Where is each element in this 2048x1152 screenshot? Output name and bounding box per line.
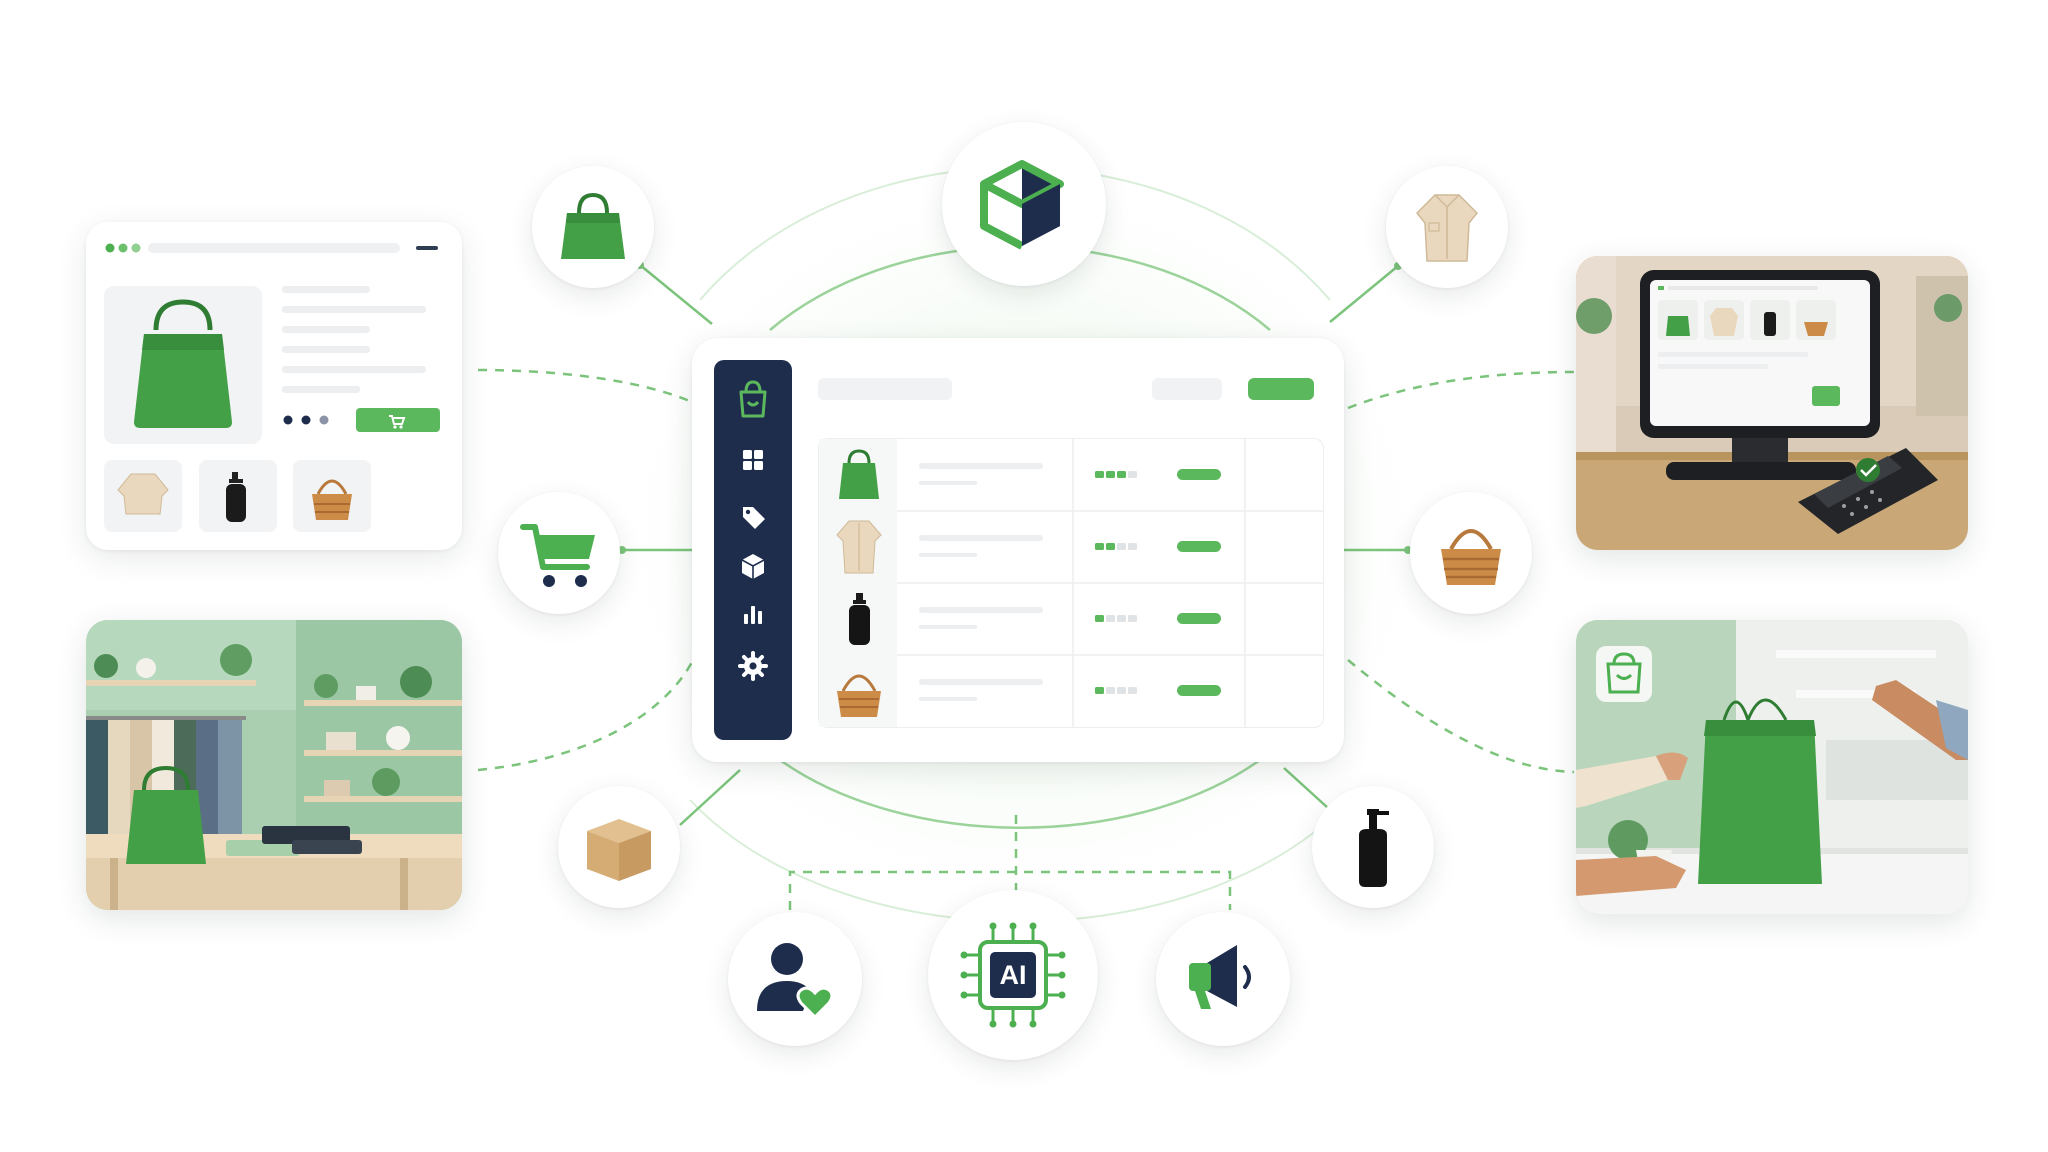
customer-handoff-photo xyxy=(1576,620,1968,914)
handbag-icon xyxy=(561,192,625,259)
web-store-card xyxy=(86,222,462,550)
bottle-node[interactable] xyxy=(1312,786,1434,908)
shirt-node[interactable] xyxy=(1386,166,1508,288)
wicker-basket-icon xyxy=(837,674,881,717)
box-icon[interactable] xyxy=(741,554,765,579)
dashboard-card xyxy=(692,338,1344,762)
basket-node[interactable] xyxy=(1410,492,1532,614)
ai-chip-label: AI xyxy=(999,960,1027,990)
gear-icon[interactable] xyxy=(738,651,768,681)
ai-chip-icon xyxy=(960,922,1066,1028)
dashboard-filter-button[interactable] xyxy=(1152,378,1222,400)
retail-store-photo xyxy=(86,620,462,910)
product-table-rows xyxy=(819,439,1323,727)
ai-node[interactable]: AI xyxy=(928,890,1098,1060)
green-handbag-icon xyxy=(839,449,879,499)
customer-node[interactable] xyxy=(728,912,862,1046)
dashboard-search-bar[interactable] xyxy=(818,378,952,400)
package-node[interactable] xyxy=(942,122,1106,286)
linen-shirt-icon xyxy=(836,520,882,574)
bottle-icon xyxy=(1359,809,1389,887)
dashboard-primary-button[interactable] xyxy=(1248,378,1314,400)
soap-bottle-icon xyxy=(849,593,870,645)
grid-icon[interactable] xyxy=(743,450,763,470)
tag-icon[interactable] xyxy=(743,507,765,529)
web-store-mockup xyxy=(104,243,440,532)
shopping-bag-icon[interactable] xyxy=(739,380,767,418)
box-node[interactable] xyxy=(558,786,680,908)
cardboard-box-icon xyxy=(587,819,651,881)
cart-node[interactable] xyxy=(498,492,620,614)
bar-chart-icon[interactable] xyxy=(744,606,762,624)
megaphone-icon xyxy=(1189,945,1251,1009)
product-table xyxy=(818,438,1324,728)
customer-heart-icon xyxy=(757,943,834,1020)
package-cube-icon xyxy=(980,160,1064,250)
basket-icon xyxy=(1441,529,1501,585)
shopping-cart-icon xyxy=(520,524,595,587)
pos-terminal-photo xyxy=(1576,256,1968,550)
dashboard-sidebar xyxy=(714,360,792,740)
handbag-node[interactable] xyxy=(532,166,654,288)
shirt-icon xyxy=(1415,194,1479,262)
marketing-node[interactable] xyxy=(1156,912,1290,1046)
